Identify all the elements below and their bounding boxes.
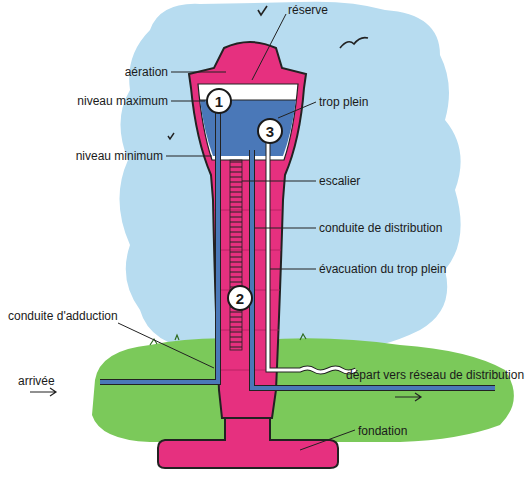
callout-circle: 1	[206, 88, 232, 114]
part-label: fondation	[358, 424, 407, 438]
part-label: trop plein	[319, 95, 368, 109]
part-label: conduite d'adduction	[8, 309, 118, 323]
callout-circle: 2	[227, 285, 253, 311]
part-label: réserve	[288, 3, 328, 17]
part-label: arrivée	[18, 374, 55, 388]
part-label: départ vers réseau de distribution	[346, 368, 524, 382]
part-label: escalier	[319, 174, 360, 188]
callout-number: 2	[236, 291, 244, 306]
part-label: évacuation du trop plein	[319, 262, 446, 276]
callout-number: 3	[266, 124, 274, 139]
callout-circle: 3	[257, 118, 283, 144]
part-label: conduite de distribution	[319, 221, 442, 235]
part-label: aération	[125, 65, 168, 79]
callout-number: 1	[215, 94, 223, 109]
part-label: niveau maximum	[77, 94, 168, 108]
part-label: niveau minimum	[76, 149, 163, 163]
